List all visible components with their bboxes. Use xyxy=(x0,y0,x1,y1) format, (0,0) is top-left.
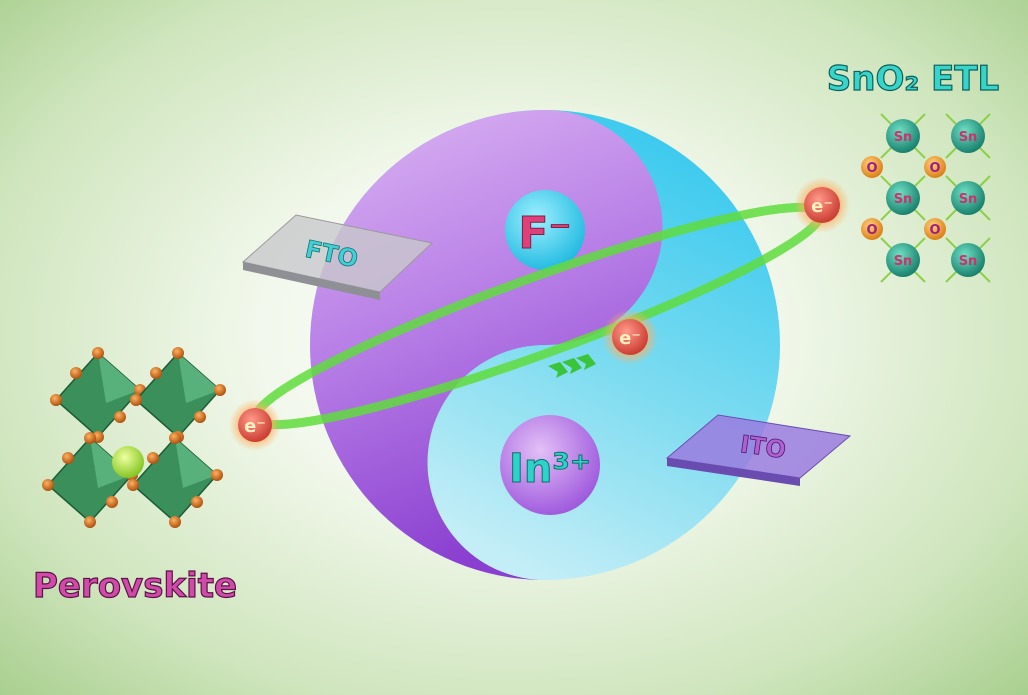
o-atom xyxy=(861,156,883,178)
halide-atom xyxy=(169,516,181,528)
sn-atom-label: Sn xyxy=(894,192,913,207)
indium-ion-label: In³⁺ xyxy=(509,446,591,492)
halide-atom xyxy=(84,432,96,444)
sn-atom-label: Sn xyxy=(894,254,913,269)
o-atom xyxy=(924,218,946,240)
halide-atom xyxy=(84,516,96,528)
sn-atom xyxy=(886,243,920,277)
electron-left: e⁻ xyxy=(229,399,281,451)
halide-atom xyxy=(50,394,62,406)
o-atom-label: O xyxy=(866,161,877,176)
halide-atom xyxy=(92,347,104,359)
electron-label: e⁻ xyxy=(811,196,833,217)
fto-substrate xyxy=(241,214,434,300)
ito-label: ITO xyxy=(739,430,788,464)
octahedron xyxy=(131,436,219,524)
sn-atom-label: Sn xyxy=(959,130,978,145)
octahedron xyxy=(134,351,222,439)
halide-atom xyxy=(150,367,162,379)
octahedron xyxy=(54,351,142,439)
o-atom-label: O xyxy=(929,161,940,176)
halide-atom xyxy=(114,411,126,423)
octahedron-face xyxy=(178,353,220,403)
halide-atom xyxy=(130,394,142,406)
halide-atom xyxy=(214,384,226,396)
o-atom-label: O xyxy=(929,223,940,238)
fluorine-ion-label: F⁻ xyxy=(518,208,571,259)
octahedron-face xyxy=(98,353,140,403)
sno2-etl-title: SnO₂ ETL xyxy=(827,59,999,99)
sn-atom xyxy=(951,181,985,215)
perovskite-label: Perovskite xyxy=(33,566,237,606)
halide-atom xyxy=(147,452,159,464)
electron-label: e⁻ xyxy=(619,328,641,349)
indium-dot xyxy=(500,415,600,515)
sn-atom xyxy=(951,119,985,153)
sn-atom xyxy=(951,243,985,277)
o-atom xyxy=(924,156,946,178)
electron-label: e⁻ xyxy=(244,416,266,437)
yin-yang-disc xyxy=(310,109,780,580)
o-atom xyxy=(861,218,883,240)
sn-atom xyxy=(886,181,920,215)
fto-plate xyxy=(241,214,434,293)
halide-atom xyxy=(106,496,118,508)
halide-atom xyxy=(169,432,181,444)
sn-atom xyxy=(886,119,920,153)
sn-atom-label: Sn xyxy=(959,254,978,269)
halide-atom xyxy=(42,479,54,491)
o-atom-label: O xyxy=(866,223,877,238)
electron-center: e⁻ xyxy=(602,309,658,365)
halide-atom xyxy=(62,452,74,464)
perovskite-structure xyxy=(42,347,226,528)
halide-atom xyxy=(172,347,184,359)
fto-plate-edge xyxy=(243,262,380,300)
sn-atom-label: Sn xyxy=(959,192,978,207)
a-site-cation xyxy=(112,446,144,478)
halide-atom xyxy=(127,479,139,491)
electron-right: e⁻ xyxy=(794,177,850,233)
ito-substrate xyxy=(665,414,852,486)
halide-atom xyxy=(211,469,223,481)
halide-atom xyxy=(191,496,203,508)
octahedron-face xyxy=(175,438,217,488)
sn-atom-label: Sn xyxy=(894,130,913,145)
fluorine-dot xyxy=(505,190,585,270)
transfer-arrows-icon xyxy=(548,354,596,378)
ito-plate-edge xyxy=(667,458,800,486)
halide-atom xyxy=(70,367,82,379)
halide-atom xyxy=(194,411,206,423)
